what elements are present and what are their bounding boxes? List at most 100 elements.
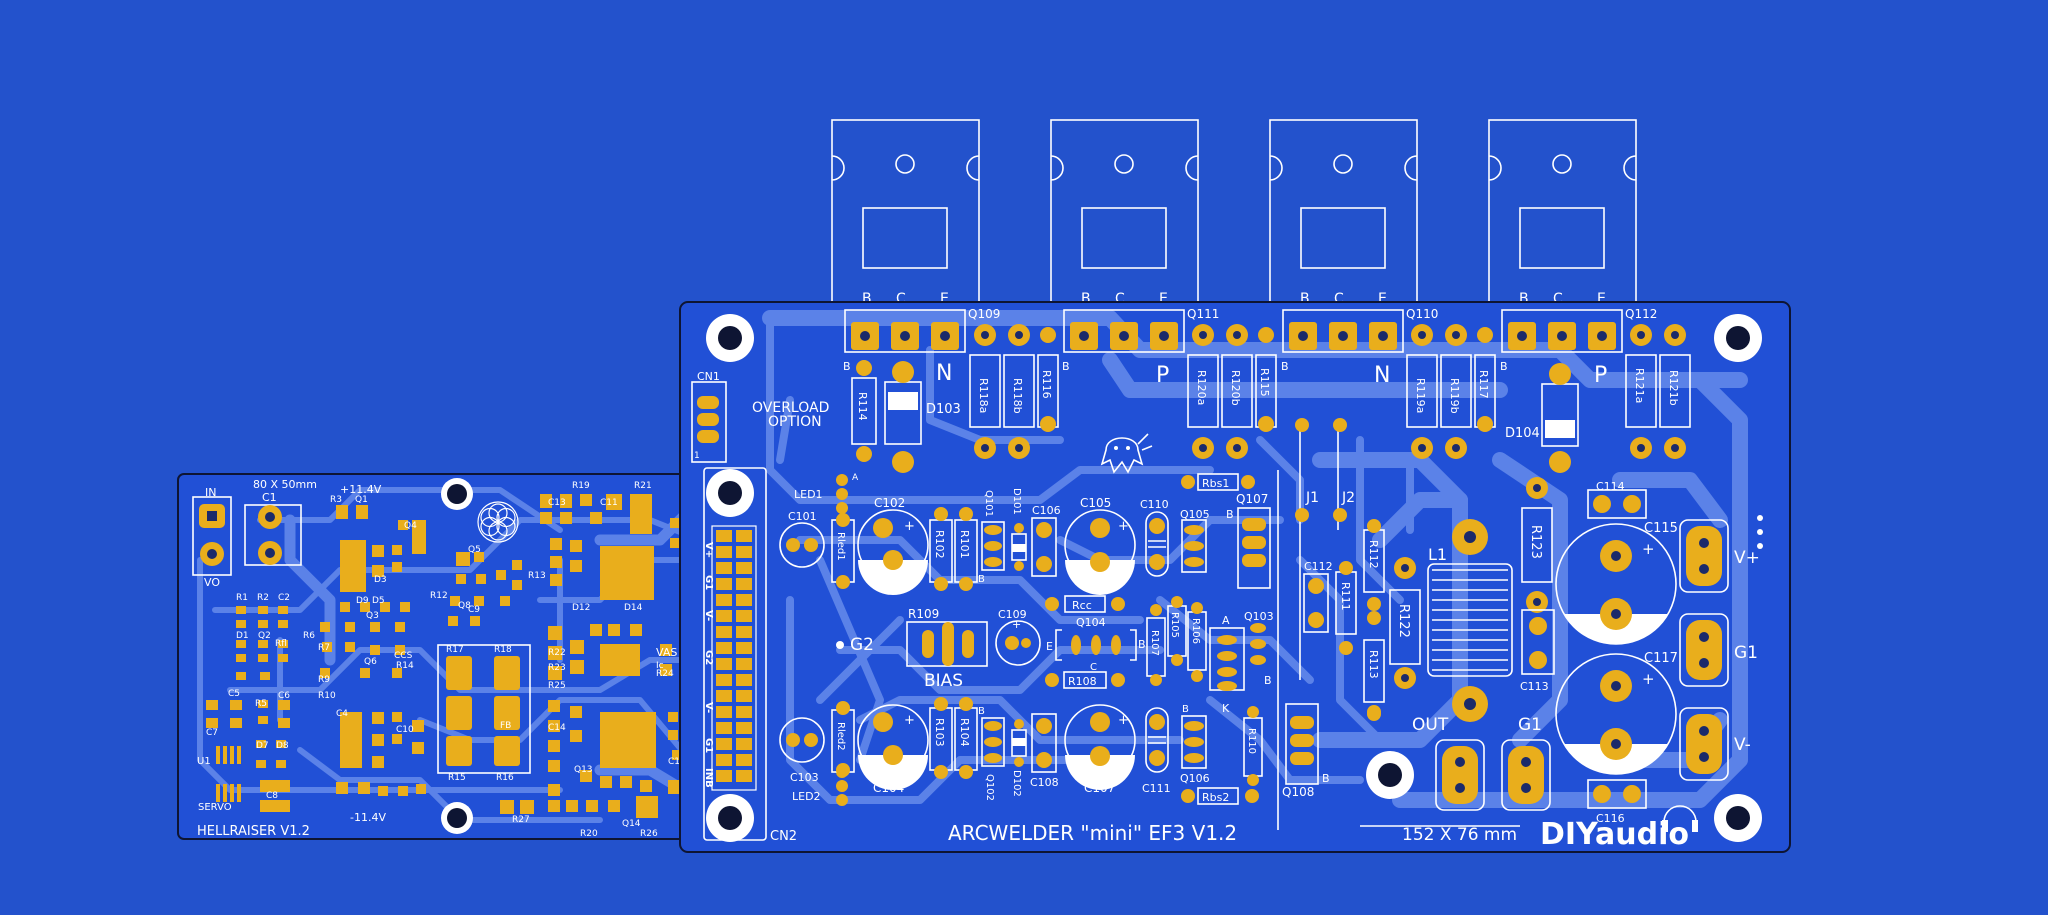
svg-text:C: C xyxy=(1334,291,1344,307)
power-terminal-vplus: V+ xyxy=(1679,519,1760,593)
svg-text:E: E xyxy=(1046,640,1053,653)
resistor-r110: R110 xyxy=(1243,706,1263,786)
arcwelder-board: V+ G1 V- G2 V- G1 INB CN2 CN1 1 OVERLOAD… xyxy=(679,301,1791,853)
svg-text:C110: C110 xyxy=(1140,498,1169,511)
svg-text:R1: R1 xyxy=(236,593,248,603)
jumper-j1: J1 xyxy=(1305,490,1319,506)
capacitor-c103: C103 xyxy=(779,717,825,784)
svg-text:R25: R25 xyxy=(548,681,566,691)
transistor-q104: C E B Q104 xyxy=(1046,616,1146,673)
smd-pads xyxy=(206,494,682,818)
svg-text:R27: R27 xyxy=(512,815,530,825)
svg-text:Rfl: Rfl xyxy=(275,639,287,649)
svg-text:G1: G1 xyxy=(1734,643,1758,663)
svg-text:C112: C112 xyxy=(1304,560,1333,573)
v-pos-label: +11.4V xyxy=(340,483,382,496)
g1-terminal xyxy=(1501,739,1551,811)
ref-r114: R114 xyxy=(856,392,869,421)
capacitor-c117: + C117 xyxy=(1555,651,1678,775)
svg-text:D5: D5 xyxy=(372,596,385,606)
bias-trimmer-r109: R109 BIAS xyxy=(906,607,988,691)
svg-text:Q111: Q111 xyxy=(1187,307,1219,321)
transistor-q107: Q107 B xyxy=(1226,492,1271,589)
svg-text:FB: FB xyxy=(500,721,511,731)
in-connector xyxy=(192,496,232,576)
resistor-r108: R108 xyxy=(1045,671,1125,689)
svg-text:K: K xyxy=(1222,702,1230,715)
transistor-pin-letters: B C E B C E B C E B C E xyxy=(862,291,1606,307)
svg-text:C14: C14 xyxy=(548,723,566,733)
capacitor-c108: C108 xyxy=(1030,713,1059,789)
option-label: OPTION xyxy=(768,414,822,430)
svg-text:G2: G2 xyxy=(703,650,714,665)
svg-text:C103: C103 xyxy=(790,771,819,784)
svg-text:R12: R12 xyxy=(430,591,448,601)
svg-text:CCS: CCS xyxy=(394,651,413,661)
svg-text:R101: R101 xyxy=(958,530,971,559)
diode-d101: D101 xyxy=(1011,488,1027,571)
svg-text:P: P xyxy=(1594,363,1607,388)
ref-c1: C1 xyxy=(262,491,277,504)
out-label: OUT xyxy=(1412,715,1449,735)
capacitor-c115: + C115 xyxy=(1555,521,1678,645)
svg-text:Rled2: Rled2 xyxy=(835,722,846,751)
svg-text:R26: R26 xyxy=(640,829,658,839)
svg-text:R111: R111 xyxy=(1339,582,1352,611)
svg-text:V-: V- xyxy=(1734,735,1751,755)
svg-text:R120b: R120b xyxy=(1229,370,1242,406)
ref-d103: D103 xyxy=(926,402,961,417)
transistor-q106: Q106 B xyxy=(1180,704,1210,785)
svg-text:C117: C117 xyxy=(1644,651,1678,666)
svg-text:R22: R22 xyxy=(548,648,566,658)
svg-text:C5: C5 xyxy=(228,689,240,699)
svg-text:+: + xyxy=(1118,713,1129,728)
svg-text:R10: R10 xyxy=(318,691,336,701)
svg-text:D3: D3 xyxy=(374,575,387,585)
capacitor-c111: C111 xyxy=(1142,707,1171,795)
resistor-r123: R123 xyxy=(1521,477,1553,613)
svg-text:R118b: R118b xyxy=(1011,378,1024,414)
capacitor-c102: + C102 xyxy=(857,496,929,595)
svg-text:R7: R7 xyxy=(318,643,330,653)
capacitor-c110: C110 xyxy=(1140,498,1169,577)
svg-text:R24: R24 xyxy=(656,669,674,679)
resistor-r114 xyxy=(851,377,877,445)
capacitor-c114: C114 xyxy=(1587,480,1647,519)
svg-text:1: 1 xyxy=(694,451,700,461)
svg-text:B: B xyxy=(1081,291,1091,307)
svg-text:D1: D1 xyxy=(236,631,249,641)
diyaudio-logo: DIYaudio xyxy=(1540,805,1698,852)
output-base-markers: B B B B xyxy=(843,360,1508,373)
svg-text:VAS: VAS xyxy=(656,646,677,659)
svg-text:B: B xyxy=(1062,360,1070,373)
svg-text:R20: R20 xyxy=(580,829,598,839)
capacitor-c116: C116 xyxy=(1587,779,1647,825)
output-transistor-types: N P N P xyxy=(936,361,1607,388)
svg-text:R109: R109 xyxy=(908,607,939,621)
svg-text:C6: C6 xyxy=(278,691,290,701)
emitter-resistors xyxy=(969,324,1691,459)
svg-text:E: E xyxy=(1378,291,1387,307)
svg-text:D8: D8 xyxy=(276,741,289,751)
svg-text:V+: V+ xyxy=(1734,548,1760,568)
svg-text:A: A xyxy=(1222,614,1230,627)
bias-label: BIAS xyxy=(924,671,963,691)
svg-text:R19: R19 xyxy=(572,481,590,491)
svg-text:Q106: Q106 xyxy=(1180,772,1210,785)
sub-board-size: 80 X 50mm xyxy=(253,478,317,491)
transistor-q105: Q105 xyxy=(1180,508,1210,573)
svg-text:+: + xyxy=(1012,618,1021,631)
capacitor-c106: C106 xyxy=(1031,504,1061,577)
capacitor-c112: C112 xyxy=(1303,560,1333,633)
resistors-r103-r104: R103 R104 xyxy=(929,697,978,779)
svg-text:C12: C12 xyxy=(668,757,686,767)
svg-text:R106: R106 xyxy=(1190,618,1201,644)
svg-text:B: B xyxy=(862,291,872,307)
svg-text:Q109: Q109 xyxy=(968,307,1000,321)
svg-text:C106: C106 xyxy=(1032,504,1061,517)
svg-text:Q8: Q8 xyxy=(458,601,471,611)
svg-text:R122: R122 xyxy=(1396,604,1411,638)
svg-text:R118a: R118a xyxy=(977,378,990,413)
svg-text:B: B xyxy=(978,706,985,717)
